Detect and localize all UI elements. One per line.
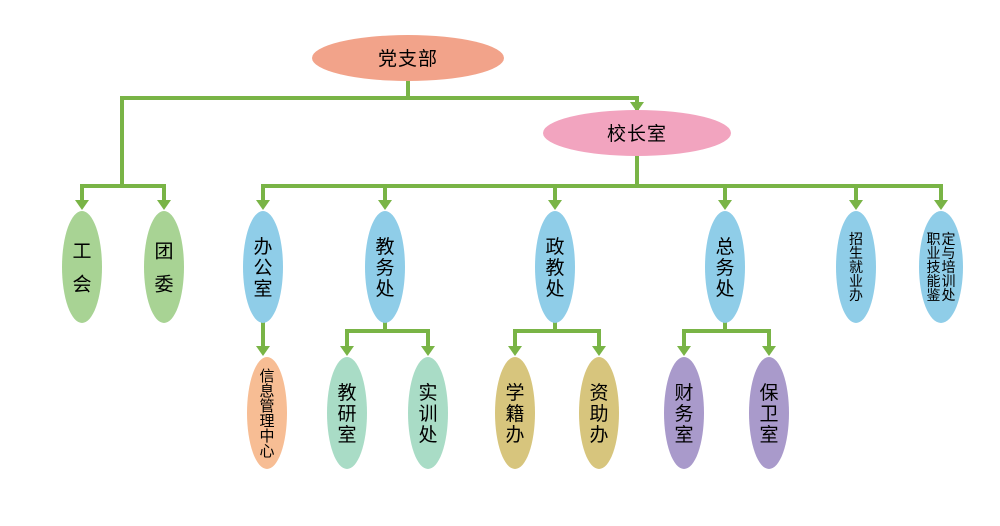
node-shape bbox=[664, 357, 704, 469]
arrow-head-icon bbox=[378, 200, 392, 210]
node-label: 政教处 bbox=[545, 236, 564, 300]
arrow-head-icon bbox=[934, 200, 948, 210]
arrow-head-icon bbox=[762, 346, 776, 356]
node-shape bbox=[327, 357, 367, 469]
node-security: 保卫室 bbox=[749, 357, 789, 469]
node-label: 财务室 bbox=[674, 382, 693, 446]
arrow-head-icon bbox=[256, 200, 270, 210]
node-shape bbox=[408, 357, 448, 469]
arrow-head-icon bbox=[677, 346, 691, 356]
node-party: 党支部 bbox=[312, 35, 504, 81]
node-union: 工会 bbox=[62, 211, 102, 323]
arrow-head-icon bbox=[157, 200, 171, 210]
node-aid: 资助办 bbox=[579, 357, 619, 469]
node-shape bbox=[543, 110, 731, 156]
node-shape bbox=[836, 211, 876, 323]
arrow-head-icon bbox=[548, 200, 562, 210]
arrow-head-icon bbox=[256, 346, 270, 356]
node-shape bbox=[749, 357, 789, 469]
node-label: 教研室 bbox=[337, 382, 356, 446]
node-shape bbox=[495, 357, 535, 469]
arrow-head-icon bbox=[849, 200, 863, 210]
node-shape bbox=[144, 211, 184, 323]
node-shape bbox=[705, 211, 745, 323]
arrow-head-icon bbox=[718, 200, 732, 210]
node-general: 总务处 bbox=[705, 211, 745, 323]
node-label: 招生就业办 bbox=[849, 232, 863, 304]
node-research: 教研室 bbox=[327, 357, 367, 469]
node-academic: 教务处 bbox=[365, 211, 405, 323]
node-political: 政教处 bbox=[535, 211, 575, 323]
node-label: 校长室 bbox=[607, 123, 667, 145]
arrow-head-icon bbox=[340, 346, 354, 356]
node-recruit: 招生就业办 bbox=[836, 211, 876, 323]
node-principal: 校长室 bbox=[543, 110, 731, 156]
arrow-head-icon bbox=[508, 346, 522, 356]
node-label: 信息管理中心 bbox=[259, 367, 274, 460]
node-registry: 学籍办 bbox=[495, 357, 535, 469]
node-shape bbox=[247, 357, 287, 469]
node-label: 总务处 bbox=[715, 236, 734, 300]
node-shape bbox=[579, 357, 619, 469]
node-shape bbox=[312, 35, 504, 81]
node-label: 办公室 bbox=[253, 236, 272, 300]
node-office: 办公室 bbox=[243, 211, 283, 323]
node-shape bbox=[365, 211, 405, 323]
arrow-head-icon bbox=[75, 200, 89, 210]
node-shape bbox=[919, 211, 963, 323]
node-vocational: 职业技能鉴定与培训处 bbox=[919, 211, 963, 323]
arrow-head-icon bbox=[421, 346, 435, 356]
node-league: 团委 bbox=[144, 211, 184, 323]
node-label: 资助办 bbox=[589, 382, 608, 446]
arrow-head-icon bbox=[592, 346, 606, 356]
node-finance: 财务室 bbox=[664, 357, 704, 469]
node-label: 团委 bbox=[154, 240, 173, 295]
arrow-head-icon bbox=[630, 102, 644, 112]
node-label: 党支部 bbox=[378, 48, 438, 70]
node-label: 学籍办 bbox=[505, 382, 524, 446]
node-shape bbox=[243, 211, 283, 323]
node-label: 工会 bbox=[72, 240, 91, 295]
node-info: 信息管理中心 bbox=[247, 357, 287, 469]
connector-lines bbox=[75, 79, 948, 356]
node-shape bbox=[62, 211, 102, 323]
node-shape bbox=[535, 211, 575, 323]
node-label: 职业技能鉴定与培训处 bbox=[927, 232, 956, 304]
node-label: 保卫室 bbox=[759, 382, 778, 446]
node-label: 教务处 bbox=[375, 236, 394, 300]
node-label: 实训处 bbox=[418, 382, 437, 446]
node-training: 实训处 bbox=[408, 357, 448, 469]
